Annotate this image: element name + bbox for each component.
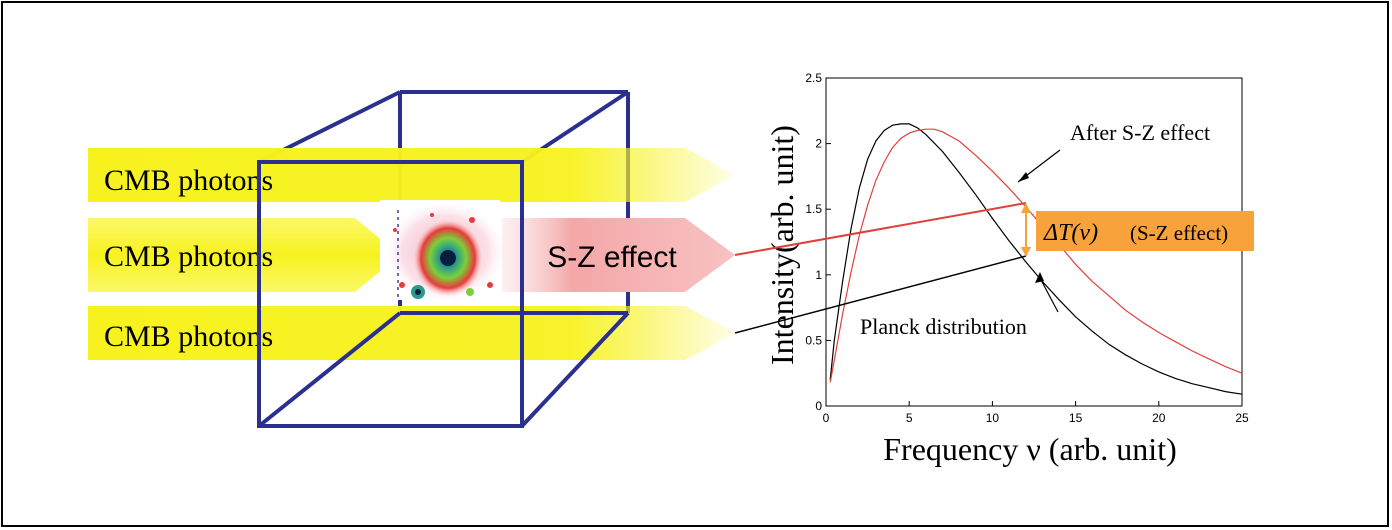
x-axis-label: Frequency ν (arb. unit) bbox=[883, 431, 1176, 467]
sz-effect-arrow: S-Z effect bbox=[502, 218, 735, 292]
cmb-label-bottom: CMB photons bbox=[104, 320, 273, 353]
after-sz-annotation: After S-Z effect bbox=[1070, 120, 1210, 145]
axis-ticks: 0 5 10 15 20 25 0 0.5 1 1.5 2 2.5 bbox=[805, 71, 1249, 425]
delta-t-suffix: (S-Z effect) bbox=[1130, 221, 1228, 245]
planck-annotation: Planck distribution bbox=[860, 314, 1027, 339]
sz-effect-label: S-Z effect bbox=[547, 241, 677, 274]
y-tick-label: 2 bbox=[815, 137, 822, 151]
y-tick-label: 0 bbox=[815, 399, 822, 413]
x-tick-label: 15 bbox=[1069, 411, 1083, 425]
cmb-arrow-bottom: CMB photons bbox=[88, 306, 735, 360]
y-tick-label: 0.5 bbox=[805, 333, 822, 347]
delta-t-box: ΔT(ν) (S-Z effect) bbox=[1036, 211, 1254, 251]
series-layer bbox=[829, 123, 1243, 395]
after-sz-curve bbox=[829, 128, 1243, 383]
planck-curve bbox=[829, 123, 1243, 395]
delta-t-background bbox=[1036, 211, 1254, 251]
x-tick-label: 20 bbox=[1152, 411, 1166, 425]
cube-front bbox=[257, 160, 630, 428]
planck-arrowhead bbox=[1035, 272, 1044, 283]
x-tick-label: 5 bbox=[906, 411, 913, 425]
y-tick-label: 2.5 bbox=[805, 71, 822, 85]
delta-t-arrow-up bbox=[1021, 203, 1031, 213]
delta-t-arrow-down bbox=[1021, 247, 1031, 257]
after-sz-arrowhead bbox=[1018, 172, 1029, 182]
cmb-arrow-top: CMB photons bbox=[88, 148, 735, 202]
sz-leader-line bbox=[734, 202, 1027, 256]
x-tick-label: 10 bbox=[986, 411, 1000, 425]
y-tick-label: 1 bbox=[815, 268, 822, 282]
annotation-lines bbox=[734, 149, 1061, 334]
x-tick-label: 25 bbox=[1235, 411, 1249, 425]
cmb-label-top: CMB photons bbox=[104, 164, 273, 197]
y-tick-label: 1.5 bbox=[805, 202, 822, 216]
planck-pointer bbox=[1039, 277, 1059, 313]
x-tick-label: 0 bbox=[823, 411, 830, 425]
cmb-arrow-middle: CMB photons bbox=[88, 218, 400, 292]
delta-t-symbol: ΔT(ν) bbox=[1043, 220, 1098, 246]
cmb-label-middle: CMB photons bbox=[104, 240, 273, 273]
planck-leader-line bbox=[734, 255, 1027, 334]
galaxy-cluster-image bbox=[380, 200, 507, 304]
